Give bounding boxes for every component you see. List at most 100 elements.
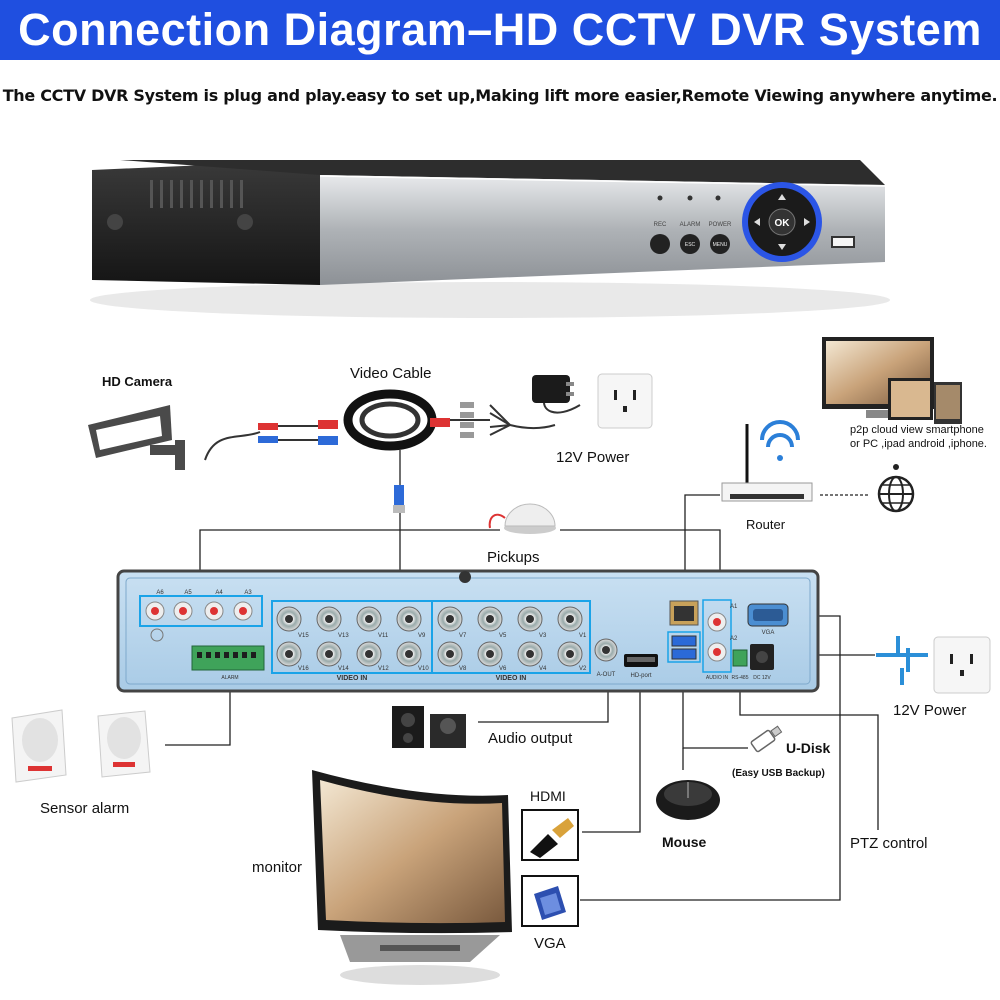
front-esc-label: ESC: [685, 242, 696, 248]
speakers-icon: [392, 706, 466, 748]
hd-camera-icon: [88, 405, 185, 470]
alarm-block-label: ALARM: [221, 675, 238, 681]
dc-symbol-icon: [876, 636, 928, 685]
bnc-connector-pin: [325, 650, 333, 658]
pickup-microphone-icon: [488, 503, 556, 534]
usb-disk-icon: [750, 725, 783, 753]
audio-in-label-a3: A3: [244, 590, 252, 596]
bnc-channel-label: V14: [338, 666, 349, 672]
video-in-right-highlight: [431, 600, 591, 674]
monitor-icon: [312, 770, 512, 985]
bnc-channel-label: V10: [418, 666, 429, 672]
a-out-label: A-OUT: [597, 672, 616, 678]
bnc-channel-label: V13: [338, 633, 349, 639]
bnc-connector-pin: [566, 615, 574, 623]
bnc-channel-label: V11: [378, 633, 389, 639]
monitor-devices-icon: [822, 337, 962, 424]
hdmi-port-label: HD-port: [630, 673, 651, 679]
front-rec-label: REC: [654, 222, 667, 228]
page-title: Connection Diagram–HD CCTV DVR System: [18, 4, 982, 55]
dvr-front-panel: [90, 160, 890, 318]
audio-output-label: Audio output: [488, 730, 573, 747]
bnc-channel-label: V1: [579, 633, 587, 639]
bnc-channel-label: V6: [499, 666, 507, 672]
wall-socket-right-icon: [933, 636, 991, 694]
hdmi-cable-icon: [521, 809, 579, 861]
router-label: Router: [746, 517, 786, 532]
audio-in-label-a4: A4: [215, 590, 223, 596]
pickups-label: Pickups: [487, 549, 540, 566]
bnc-channel-label: V4: [539, 666, 547, 672]
wall-socket-icon: [597, 373, 653, 429]
ptz-control-label: PTZ control: [850, 835, 928, 852]
video-in-left-label: VIDEO IN: [337, 675, 368, 682]
p2p-label-line2: or PC ,ipad android ,iphone.: [850, 438, 987, 450]
bnc-connector-pin: [325, 615, 333, 623]
video-cable-label: Video Cable: [350, 365, 432, 382]
power-top-label: 12V Power: [556, 449, 630, 466]
globe-icon: [877, 464, 915, 513]
bnc-channel-label: V12: [378, 666, 389, 672]
monitor-label: monitor: [252, 859, 303, 876]
front-ok-label: OK: [775, 218, 791, 229]
rs485-terminal: [732, 649, 748, 667]
alarm-terminal-block: [191, 645, 265, 671]
bnc-connector-pin: [526, 650, 534, 658]
subtitle: The CCTV DVR System is plug and play.eas…: [2, 86, 998, 105]
bnc-connector-pin: [365, 650, 373, 658]
audio-a2-label: A2: [730, 636, 738, 642]
front-menu-label: MENU: [713, 242, 728, 248]
bnc-connector-pin: [486, 615, 494, 623]
bnc-channel-label: V15: [298, 633, 309, 639]
bnc-channel-label: V2: [579, 666, 587, 672]
lan-port: [669, 600, 699, 626]
vga-cable-icon: [521, 875, 579, 927]
bnc-connector-pin: [405, 615, 413, 623]
bnc-channel-label: V9: [418, 633, 426, 639]
front-power-label: POWER: [709, 222, 732, 228]
hdmi-label: HDMI: [530, 788, 566, 804]
sensor-alarm-icon: [11, 709, 151, 783]
bnc-connector-pin: [285, 650, 293, 658]
power-splitter-icon: [450, 402, 556, 438]
vga-label: VGA: [534, 935, 566, 952]
video-in-right-label: VIDEO IN: [496, 675, 527, 682]
bnc-connector-pin: [526, 615, 534, 623]
usb-port-2: [671, 648, 697, 660]
dc12v-label: DC 12V: [753, 675, 771, 681]
bnc-connector-pin: [566, 650, 574, 658]
power-adapter-icon: [532, 375, 581, 414]
bnc-connector-pin: [446, 615, 454, 623]
video-cable-coil-icon: [343, 389, 450, 513]
vga-port-label: VGA: [762, 630, 775, 636]
mouse-label: Mouse: [662, 834, 707, 850]
hd-camera-label: HD Camera: [102, 374, 173, 389]
bnc-connector-pin: [285, 615, 293, 623]
audio-in-label: AUDIO IN: [706, 675, 729, 681]
audio-in-jacks: [145, 601, 253, 621]
rs485-label: RS-485: [732, 675, 749, 681]
udisk-label: U-Disk: [786, 740, 831, 756]
title-banner: Connection Diagram–HD CCTV DVR System: [0, 0, 1000, 60]
bnc-connector-pin: [405, 650, 413, 658]
camera-cable-icon: [204, 420, 338, 461]
bnc-connector-pin: [446, 650, 454, 658]
bnc-channel-label: V8: [459, 666, 467, 672]
bnc-connector-pin: [365, 615, 373, 623]
usb-port-1: [671, 635, 697, 647]
udisk-note-label: (Easy USB Backup): [732, 768, 825, 779]
bnc-channel-label: V7: [459, 633, 467, 639]
a-out-port: [594, 638, 618, 662]
power-right-label: 12V Power: [893, 702, 967, 719]
bnc-connector-pin: [486, 650, 494, 658]
bnc-channel-label: V5: [499, 633, 507, 639]
audio-in-label-a6: A6: [156, 590, 164, 596]
wifi-icon: [760, 420, 800, 461]
audio-in-a1-a2-highlight: [702, 599, 732, 673]
audio-a1-label: A1: [730, 604, 738, 610]
bnc-channel-label: V3: [539, 633, 547, 639]
sensor-alarm-label: Sensor alarm: [40, 800, 130, 817]
mouse-icon: [656, 780, 720, 820]
